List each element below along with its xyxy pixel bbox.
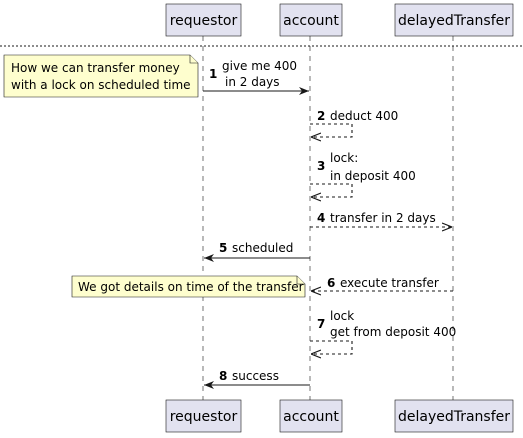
message-label-line: lock — [330, 309, 354, 323]
participant-account-bottom: account — [279, 399, 343, 433]
message-number: 8 — [219, 369, 227, 383]
participant-delayedtransfer-top: delayedTransfer — [394, 3, 514, 37]
note-transfer-question: How we can transfer money with a lock on… — [3, 54, 199, 98]
note-text-line: How we can transfer money — [11, 61, 180, 75]
message-3: 3 lock: in deposit 400 — [310, 151, 416, 197]
message-label-line: deduct 400 — [330, 109, 398, 123]
participant-account-label: account — [283, 13, 339, 29]
message-number: 5 — [219, 241, 227, 255]
message-arrow — [310, 183, 353, 197]
message-label-line: success — [232, 369, 279, 383]
message-6: 6 execute transfer — [311, 276, 453, 291]
note-transfer-details: We got details on time of the transfer — [71, 275, 306, 298]
participant-requestor-top: requestor — [165, 3, 242, 37]
message-number: 3 — [317, 159, 325, 173]
message-4: 4 transfer in 2 days — [310, 211, 452, 227]
message-label-line: get from deposit 400 — [330, 325, 456, 339]
message-label-line: transfer in 2 days — [330, 211, 436, 225]
note-text-line: We got details on time of the transfer — [78, 280, 304, 294]
note-text-line: with a lock on scheduled time — [11, 78, 191, 92]
participant-requestor-label: requestor — [170, 13, 238, 29]
message-label-line: lock: — [330, 151, 358, 165]
message-label-line: scheduled — [232, 241, 293, 255]
message-arrow — [310, 123, 353, 137]
message-number: 4 — [317, 211, 325, 225]
message-1: 1 give me 400 in 2 days — [203, 59, 309, 95]
participant-account-top: account — [279, 3, 343, 37]
message-2: 2 deduct 400 — [310, 109, 398, 137]
message-label-line: in 2 days — [225, 75, 280, 89]
participant-delayedtransfer-label: delayedTransfer — [398, 409, 510, 425]
participant-delayedtransfer-bottom: delayedTransfer — [394, 399, 514, 433]
message-label-line: give me 400 — [222, 59, 297, 73]
participant-requestor-label: requestor — [170, 409, 238, 425]
message-label-line: in deposit 400 — [330, 169, 416, 183]
message-label-line: execute transfer — [340, 276, 439, 290]
participant-delayedtransfer-label: delayedTransfer — [398, 13, 510, 29]
message-number: 2 — [317, 109, 325, 123]
message-7: 7 lock get from deposit 400 — [310, 309, 456, 354]
participant-account-label: account — [283, 409, 339, 425]
message-5: 5 scheduled — [204, 241, 310, 262]
message-number: 6 — [327, 276, 335, 290]
message-number: 7 — [317, 317, 325, 331]
message-arrow — [310, 340, 353, 354]
participant-requestor-bottom: requestor — [165, 399, 242, 433]
message-number: 1 — [209, 67, 217, 81]
message-8: 8 success — [204, 369, 310, 389]
